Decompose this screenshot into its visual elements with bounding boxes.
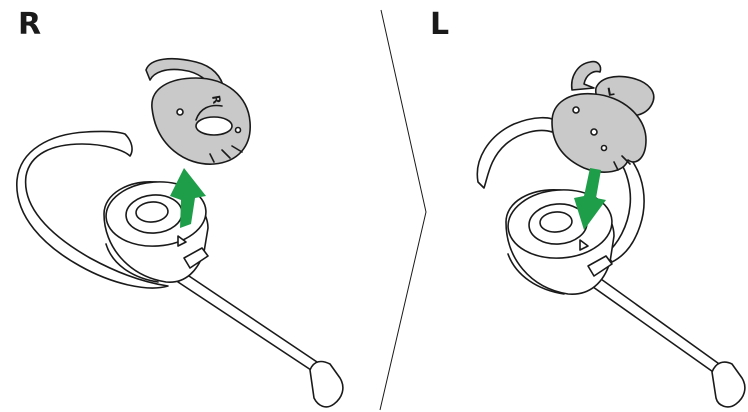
eartip-hole (602, 146, 607, 151)
eartip-hole (177, 109, 183, 115)
boom-tip (712, 362, 745, 407)
eartip-right: R (146, 59, 250, 164)
ear-hook (477, 118, 556, 188)
panel-divider (380, 10, 426, 410)
eartip-hole (236, 128, 241, 133)
boom-arm (586, 274, 722, 374)
boom-arm (178, 274, 320, 372)
eartip-opening (196, 117, 232, 135)
eartip-hole (573, 107, 579, 113)
headset-right (17, 131, 343, 406)
boom-tip (310, 362, 343, 407)
eartip-fin (572, 62, 601, 90)
eartip-left: L (552, 62, 654, 173)
eartip-hole (591, 129, 597, 135)
